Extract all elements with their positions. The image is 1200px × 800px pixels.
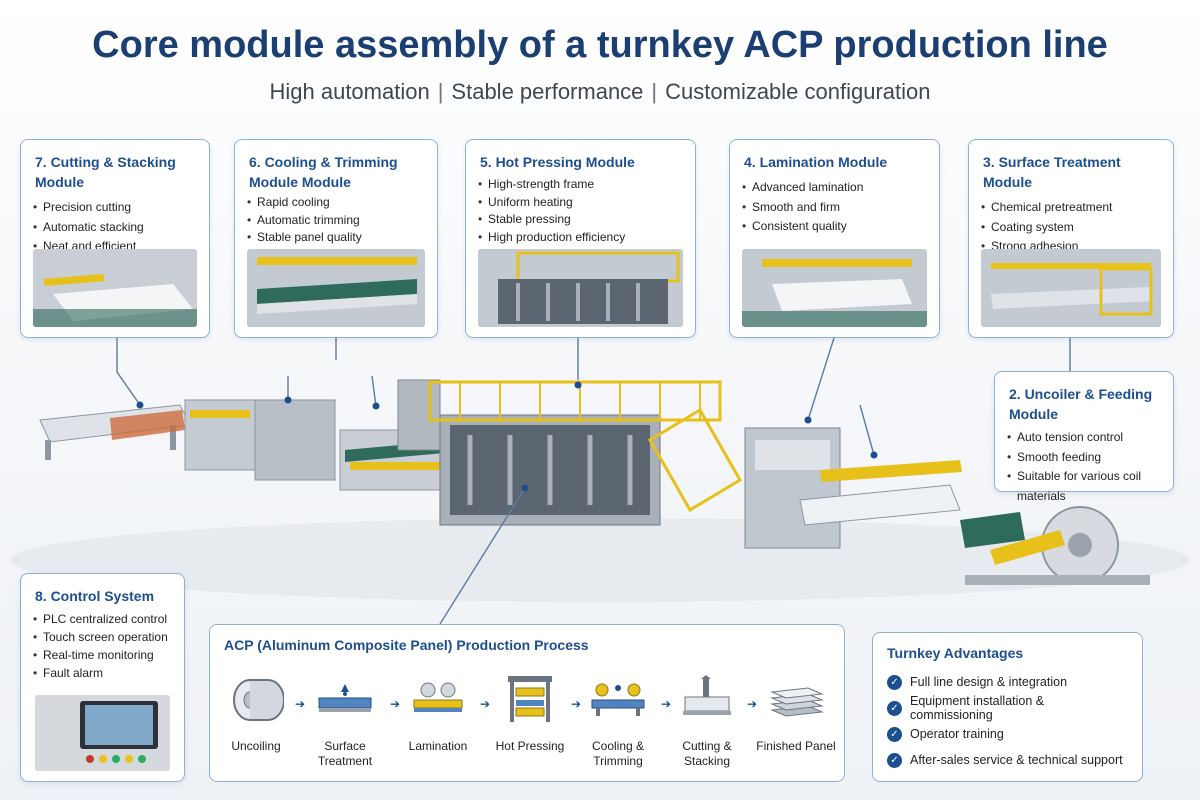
module-card-surface-treatment: 3. Surface Treatment Module Chemical pre… — [968, 139, 1174, 338]
module-title: 3. Surface Treatment Module — [983, 154, 1121, 190]
process-step-label: Lamination — [408, 739, 468, 753]
module-card-cooling-trimming: 6. Cooling & Trimming Module Module Rapi… — [234, 139, 438, 338]
subtitle-separator: | — [651, 79, 658, 104]
module-feature: Smooth and firm — [742, 198, 925, 218]
process-step-label: Cutting & Stacking — [682, 739, 732, 768]
arrow-right-icon: ➔ — [571, 697, 582, 711]
process-step-label: Hot Pressing — [495, 739, 565, 753]
module-photo — [33, 249, 197, 327]
module-feature: Stable panel quality — [247, 229, 423, 247]
module-feature: High-strength frame — [478, 176, 681, 194]
check-icon: ✓ — [887, 700, 902, 716]
advantage-item: ✓ After-sales service & technical support — [887, 747, 1128, 773]
arrow-right-icon: ➔ — [747, 697, 758, 711]
cooling-trimming-machine — [339, 379, 455, 491]
subtitle-part: Stable performance — [451, 79, 644, 104]
check-icon: ✓ — [887, 752, 902, 768]
page-subtitle: High automation | Stable performance | Custo… — [0, 79, 1200, 105]
subtitle-part: Customizable configuration — [665, 79, 931, 104]
surface-treatment-icon — [305, 671, 385, 729]
module-feature: Suitable for various coil materials — [1007, 467, 1159, 506]
uncoiler-machine — [960, 506, 1150, 585]
arrow-right-icon: ➔ — [661, 697, 672, 711]
subtitle-separator: | — [437, 79, 444, 104]
advantage-label: After-sales service & technical support — [910, 753, 1123, 767]
module-feature: Auto tension control — [1007, 428, 1159, 448]
module-card-control-system: 8. Control System PLC centralized contro… — [20, 573, 185, 782]
process-step-label: Cooling & Trimming — [591, 739, 645, 768]
module-title: 4. Lamination Module — [744, 154, 888, 170]
module-feature: Smooth feeding — [1007, 448, 1159, 468]
arrow-right-icon: ➔ — [480, 697, 491, 711]
module-feature: Uniform heating — [478, 194, 681, 212]
process-step: Cutting & Stacking — [667, 671, 747, 769]
module-feature: Fault alarm — [33, 664, 170, 682]
hot-press-icon — [490, 671, 570, 729]
arrow-right-icon: ➔ — [390, 697, 401, 711]
cutting-stacking-icon — [667, 671, 747, 729]
module-feature: Stable pressing — [478, 211, 681, 229]
module-title: 8. Control System — [35, 588, 155, 604]
advantages-title: Turnkey Advantages — [887, 645, 1024, 661]
module-card-cutting-stacking: 7. Cutting & Stacking Module Precision c… — [20, 139, 210, 338]
process-panel: ACP (Aluminum Composite Panel) Productio… — [209, 624, 845, 782]
module-title: 2. Uncoiler & Feeding Module — [1009, 386, 1153, 422]
process-title: ACP (Aluminum Composite Panel) Productio… — [224, 637, 589, 653]
module-card-hot-pressing: 5. Hot Pressing Module High-strength fra… — [465, 139, 696, 338]
lamination-icon — [398, 671, 478, 729]
process-step-label: Uncoiling — [231, 739, 281, 753]
module-feature: Rapid cooling — [247, 194, 423, 212]
advantages-panel: Turnkey Advantages ✓ Full line design & i… — [872, 632, 1143, 782]
cutting-stacking-machine — [39, 399, 336, 481]
process-step: Surface Treatment — [305, 671, 385, 769]
module-card-uncoiler-feeding: 2. Uncoiler & Feeding Module Auto tensio… — [994, 371, 1174, 503]
module-title: 5. Hot Pressing Module — [480, 154, 635, 170]
module-photo — [247, 249, 425, 327]
module-title: 7. Cutting & Stacking Module — [35, 154, 176, 190]
module-feature: Real-time monitoring — [33, 646, 170, 664]
subtitle-part: High automation — [269, 79, 430, 104]
check-icon: ✓ — [887, 674, 902, 690]
advantage-label: Full line design & integration — [910, 675, 1068, 689]
module-feature: Advanced lamination — [742, 178, 925, 198]
advantage-item: ✓ Operator training — [887, 721, 1128, 747]
coil-icon — [216, 671, 296, 729]
module-photo — [981, 249, 1161, 327]
module-feature: Precision cutting — [33, 198, 195, 218]
process-step: Lamination — [398, 671, 478, 754]
advantage-item: ✓ Equipment installation & commissioning — [887, 694, 1128, 722]
process-step-label: Finished Panel — [756, 739, 836, 753]
check-icon: ✓ — [887, 726, 902, 742]
advantage-label: Operator training — [910, 727, 1004, 741]
process-step: Finished Panel — [756, 671, 836, 754]
cooling-trimming-icon — [578, 671, 658, 729]
hot-press-machine — [428, 380, 743, 526]
module-card-lamination: 4. Lamination Module Advanced lamination… — [729, 139, 940, 338]
module-feature: Automatic stacking — [33, 218, 195, 238]
module-photo — [478, 249, 683, 327]
arrow-right-icon: ➔ — [295, 697, 306, 711]
process-step: Uncoiling — [216, 671, 296, 754]
control-panel-photo — [35, 695, 170, 771]
module-feature: Touch screen operation — [33, 628, 170, 646]
advantage-item: ✓ Full line design & integration — [887, 669, 1128, 695]
process-step-label: Surface Treatment — [317, 739, 373, 768]
process-step: Cooling & Trimming — [578, 671, 658, 769]
module-feature: Coating system — [981, 218, 1159, 238]
module-title: 6. Cooling & Trimming Module Module — [249, 154, 398, 190]
module-feature: Chemical pretreatment — [981, 198, 1159, 218]
advantage-label: Equipment installation & commissioning — [910, 694, 1045, 722]
module-feature: Automatic trimming — [247, 212, 423, 230]
lamination-machine — [744, 427, 962, 549]
process-step: Hot Pressing — [490, 671, 570, 754]
module-feature: Consistent quality — [742, 217, 925, 237]
module-feature: High production efficiency — [478, 229, 681, 247]
module-feature: PLC centralized control — [33, 610, 170, 628]
page-title: Core module assembly of a turnkey ACP pr… — [92, 24, 1108, 66]
finished-panel-icon — [756, 671, 836, 729]
module-photo — [742, 249, 927, 327]
